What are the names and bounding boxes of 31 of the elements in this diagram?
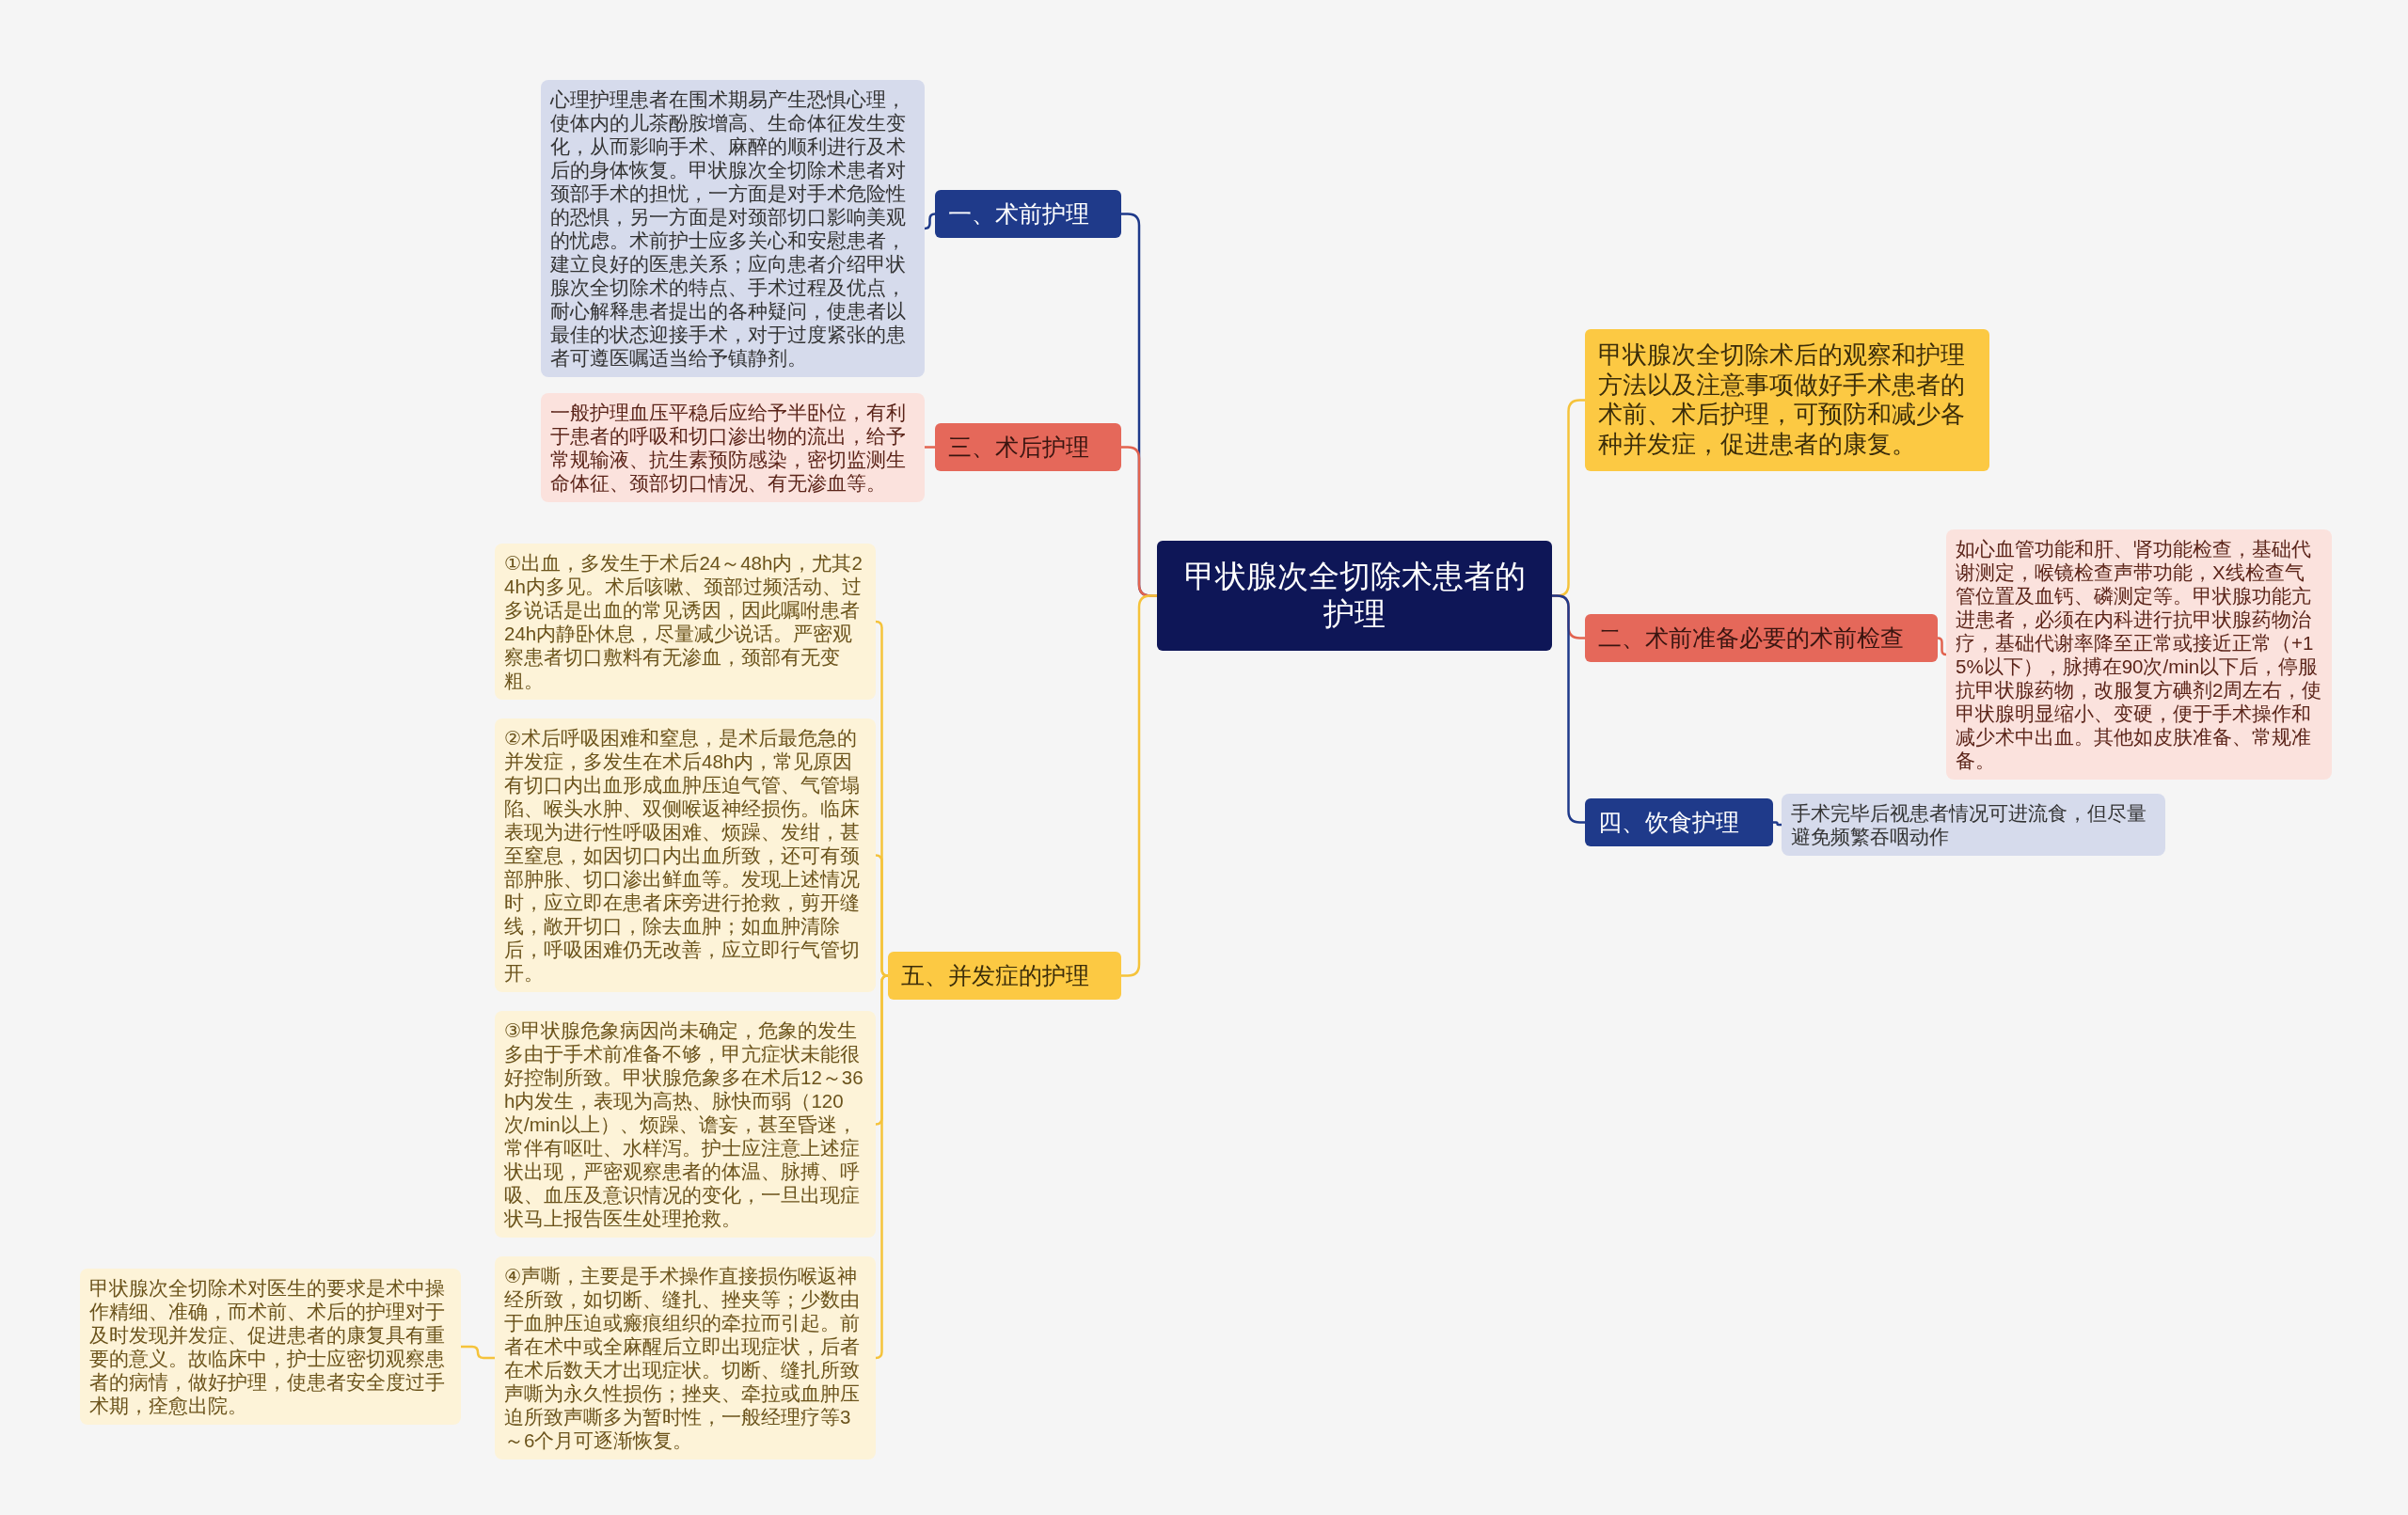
note-box <box>1782 794 2165 856</box>
node-text: 一、术前护理 <box>948 199 1090 229</box>
connector-line <box>923 213 937 230</box>
node-text: ④声嘶，主要是手术操作直接损伤喉返神经所致，如切断、缝扎、挫夹等；少数由于血肿压迫或瘢痕组织的牵拉而引起。前者在术中或全麻醒后立即出现症状，后者在术后数天才出现症状。切断、缝扎所致声嘶为永久性损伤；挫夹、牵拉或血肿压迫所致声嘶多为暂时性，一般经理疗等3～6个月可逐渐恢复。 <box>504 1264 861 1452</box>
topic-box <box>888 952 1121 1000</box>
connector-line <box>461 1345 495 1360</box>
node-text: ③甲状腺危象病因尚未确定，危象的发生多由于手术前准备不够，甲亢症状未能很好控制所致。甲状腺危象多在术后12～36h内发生，表现为高热、脉快而弱（120次/min以上）、烦躁、谵妄，甚至昏迷，常伴有呕吐、水样泻。护士应注意上述症状出现，严密观察患者的体温、脉搏、呼吸、血压及意识情况的变化，一旦出现症状马上报告医生处理抢救。 <box>504 1018 864 1230</box>
node-text: 甲状腺次全切除术对医生的要求是术中操作精细、准确，而术前、术后的护理对于及时发现并发症、促进患者的康复具有重要的意义。故临床中，护士应密切观察患者的病情，做好护理，使患者安全度过手术期，痊愈出院。 <box>89 1276 446 1417</box>
node-text: 心理护理患者在围术期易产生恐惧心理，使体内的儿茶酚胺增高、生命体征发生变化，从而影响手术、麻醉的顺利进行及术后的身体恢复。甲状腺次全切除术患者对颈部手术的担忧，一方面是对手术危险性的恐惧，另一方面是对颈部切口影响美观的忧虑。术前护士应多关心和安慰患者，建立良好的医患关系；应向患者介绍甲状腺次全切除术的特点、手术过程及优点，耐心解释患者提出的各种疑问，使患者以最佳的状态迎接手术，对于过度紧张的患者可遵医嘱适当给予镇静剂。 <box>550 87 907 370</box>
summary-box <box>1585 329 1989 471</box>
connector-line <box>925 446 935 449</box>
node-text: 如心血管功能和肝、肾功能检查，基础代谢测定，喉镜检查声带功能，X线检查气管位置及血钙、磷测定等。甲状腺功能亢进患者，必须在内科进行抗甲状腺药物治疗，基础代谢率降至正常或接近正常（+15%以下），脉搏在90次/min以下后，停服抗甲状腺药物，改服复方碘剂2周左右，使甲状腺明显缩小、变硬，便于手术操作和减少术中出血。其他如皮肤准备、常规准备。 <box>1956 537 2322 772</box>
topic-box <box>1585 798 1773 846</box>
node-text: 四、饮食护理 <box>1598 808 1740 837</box>
connector-line <box>1773 821 1782 827</box>
node-text: 三、术后护理 <box>948 433 1090 462</box>
note-box <box>541 393 925 502</box>
node-text: ①出血，多发生于术后24～48h内，尤其24h内多见。术后咳嗽、颈部过频活动、过多说话是出血的常见诱因，因此嘱咐患者24h内静卧休息，尽量减少说话。严密观察患者切口敷料有无渗血，颈部有无变粗。 <box>504 551 863 692</box>
connector-line <box>1936 637 1948 656</box>
node-text: 五、并发症的护理 <box>901 961 1090 990</box>
topic-box <box>935 423 1121 471</box>
central-topic-box <box>1157 541 1552 651</box>
node-text: ②术后呼吸困难和窒息，是术后最危急的并发症，多发生在术后48h内，常见原因有切口内出血形成血肿压迫气管、气管塌陷、喉头水肿、双侧喉返神经损伤。临床表现为进行性呼吸困难、烦躁、发绀，甚至窒息，如因切口内出血所致，还可有颈部肿胀、切口渗出鲜血等。发现上述情况时，应立即在患者床旁进行抢救，剪开缝线，敞开切口，除去血肿；如血肿清除后，呼吸困难仍无改善，应立即行气管切开。 <box>504 726 861 985</box>
topic-box <box>1585 614 1938 662</box>
node-text: 甲状腺次全切除术后的观察和护理方法以及注意事项做好手术患者的术前、术后护理，可预防和减少各种并发症，促进患者的康复。 <box>1598 340 1966 460</box>
node-text: 一般护理血压平稳后应给予半卧位，有利于患者的呼吸和切口渗出物的流出，给予常规输液、抗生素预防感染，密切监测生命体征、颈部切口情况、有无渗血等。 <box>550 401 907 495</box>
topic-box <box>935 190 1121 238</box>
node-text: 二、术前准备必要的术前检查 <box>1598 623 1905 653</box>
note-box <box>80 1269 461 1425</box>
node-text: 手术完毕后视患者情况可进流食，但尽量避免频繁吞咽动作 <box>1791 801 2147 848</box>
node-text: 甲状腺次全切除术患者的护理 <box>1182 558 1527 634</box>
